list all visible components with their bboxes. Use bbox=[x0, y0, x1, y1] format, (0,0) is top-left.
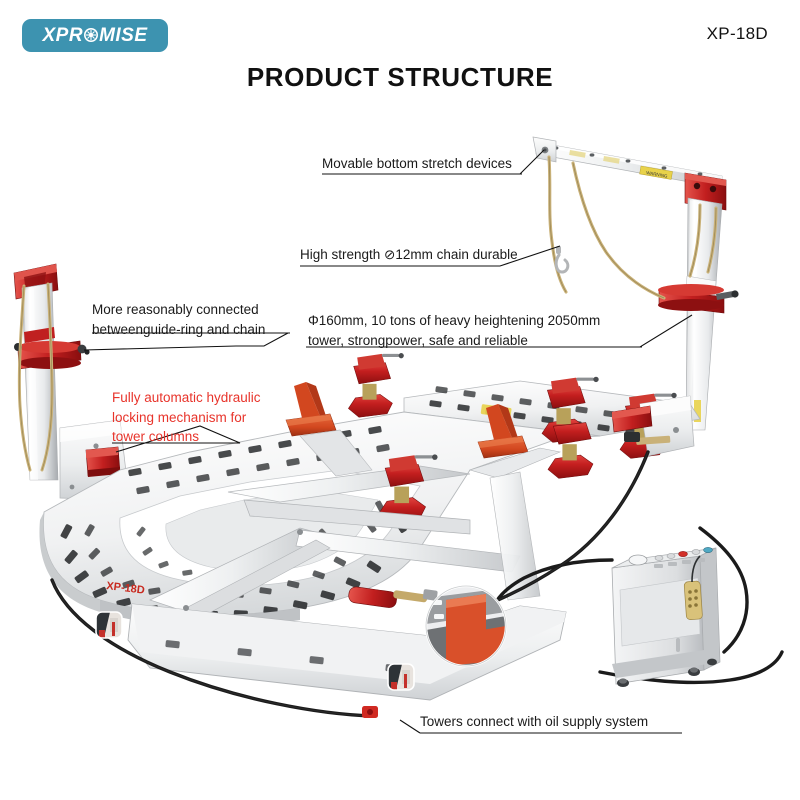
wedge-ramp bbox=[285, 382, 337, 437]
callout-guide-ring-chain-connection: More reasonably connected betweenguide-r… bbox=[92, 302, 266, 337]
model-code: XP-18D bbox=[706, 24, 768, 43]
detail-inset-thumbnail bbox=[387, 663, 415, 691]
console-button bbox=[666, 553, 676, 559]
detail-inset-circular bbox=[424, 584, 508, 668]
detail-inset-thumbnail bbox=[95, 611, 123, 639]
callout-towers-oil-supply: Towers connect with oil supply system bbox=[420, 714, 649, 729]
right-tower-top-arm: WARNING bbox=[535, 141, 723, 189]
pendant-remote bbox=[683, 555, 703, 620]
brand-logo: XPR bbox=[22, 19, 168, 52]
wheel-icon bbox=[83, 27, 99, 47]
brand-logo-text-part1: XPR bbox=[42, 25, 84, 46]
tower-base-hydraulic-lock bbox=[611, 405, 653, 433]
brand-logo-text-part2: MISE bbox=[99, 25, 148, 46]
svg-text:WARNING: WARNING bbox=[646, 170, 669, 179]
control-console bbox=[611, 547, 721, 687]
leader-oil-hook bbox=[399, 719, 421, 734]
power-button bbox=[703, 547, 713, 553]
emergency-stop-button bbox=[678, 551, 688, 557]
brand-logo-text: XPR bbox=[42, 26, 147, 46]
hose-console-right bbox=[698, 526, 749, 654]
callout-movable-bottom-stretch-devices: Movable bottom stretch devices bbox=[322, 156, 512, 171]
wedge-ramp bbox=[477, 404, 529, 459]
tower-base-mount bbox=[611, 395, 695, 457]
clamp-fixture bbox=[348, 353, 404, 418]
right-tower-assembly: WARNING bbox=[532, 136, 739, 431]
right-tower-guide-ring bbox=[658, 284, 739, 314]
clamp-fixture bbox=[547, 422, 594, 479]
right-tower-column bbox=[685, 197, 723, 431]
callout-heavy-heightening-tower: Φ160mm, 10 tons of heavy heightening 205… bbox=[308, 313, 601, 348]
callout-high-strength-chain: High strength ⊘12mm chain durable bbox=[300, 247, 518, 262]
callout-hydraulic-locking-mechanism: Fully automatic hydraulic locking mechan… bbox=[112, 390, 261, 445]
console-casters bbox=[617, 658, 717, 687]
hose-connector bbox=[362, 706, 378, 718]
bench-brand-mark: XP-18D bbox=[106, 580, 146, 597]
console-button bbox=[654, 555, 664, 561]
console-button bbox=[691, 549, 701, 555]
pressure-gauge bbox=[628, 554, 648, 566]
chain-hook bbox=[554, 246, 570, 274]
hydraulic-cylinder bbox=[348, 586, 438, 608]
left-tower-guide-ring bbox=[14, 340, 90, 370]
page-title: PRODUCT STRUCTURE bbox=[246, 62, 554, 92]
